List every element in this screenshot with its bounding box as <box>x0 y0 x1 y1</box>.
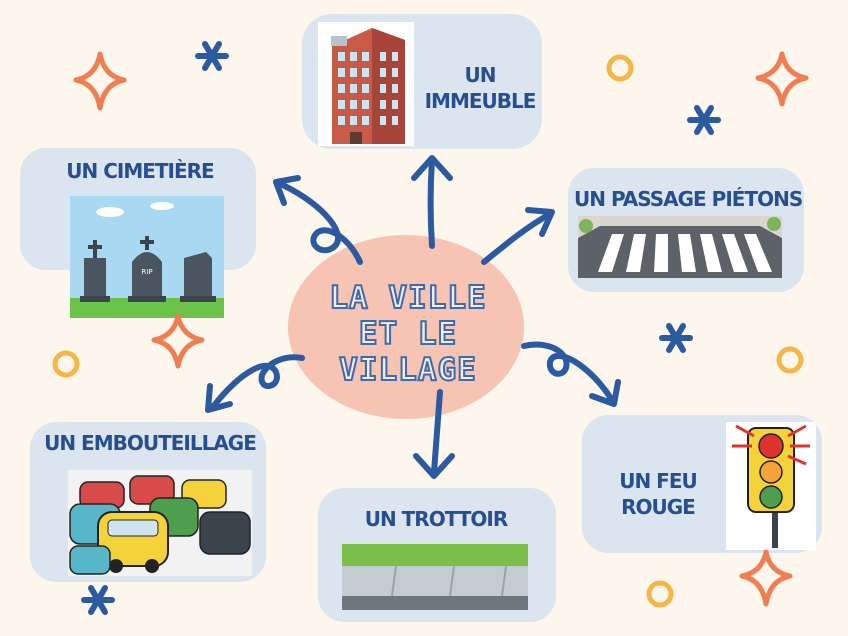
center-title: LA VILLE ET LE VILLAGE <box>308 280 508 388</box>
ring-icon <box>779 349 801 371</box>
traffic-jam-illustration <box>68 470 252 576</box>
label-immeuble-line2: IMMEUBLE <box>420 88 540 114</box>
arrow-to-feu <box>524 345 618 404</box>
label-feu-line2: ROUGE <box>598 494 718 520</box>
cemetery-illustration: RIP <box>70 196 224 318</box>
ring-icon <box>649 583 671 605</box>
tombstone-text: RIP <box>141 268 152 276</box>
building-illustration <box>318 22 414 146</box>
asterisk-icon <box>662 326 690 350</box>
ring-icon <box>55 353 77 375</box>
label-immeuble-line1: UN <box>420 62 540 88</box>
sparkle-icon <box>76 54 124 108</box>
label-trottoir: UN TROTTOIR <box>346 506 526 532</box>
sparkle-icon <box>758 54 806 104</box>
label-cimetiere: UN CIMETIÈRE <box>40 158 240 184</box>
arrow-to-embouteillage <box>208 357 302 410</box>
asterisk-icon <box>690 108 718 132</box>
center-title-line2: ET LE <box>308 316 508 352</box>
label-feu-line1: UN FEU <box>598 468 718 494</box>
arrow-to-immeuble <box>414 158 450 246</box>
sparkle-icon <box>742 552 790 604</box>
asterisk-icon <box>198 44 226 68</box>
ring-icon <box>609 57 631 79</box>
arrow-to-passage <box>484 210 552 262</box>
asterisk-icon <box>84 588 112 612</box>
label-immeuble: UN IMMEUBLE <box>420 62 540 114</box>
center-title-line1: LA VILLE <box>308 280 508 316</box>
label-embouteillage: UN EMBOUTEILLAGE <box>44 430 256 456</box>
sparkle-icon <box>154 316 202 366</box>
traffic-light-illustration <box>726 422 816 550</box>
crosswalk-illustration <box>578 216 782 278</box>
center-title-line3: VILLAGE <box>308 352 508 388</box>
label-passage: UN PASSAGE PIÉTONS <box>574 186 800 212</box>
label-feu: UN FEU ROUGE <box>598 468 718 520</box>
sidewalk-illustration <box>342 544 528 610</box>
